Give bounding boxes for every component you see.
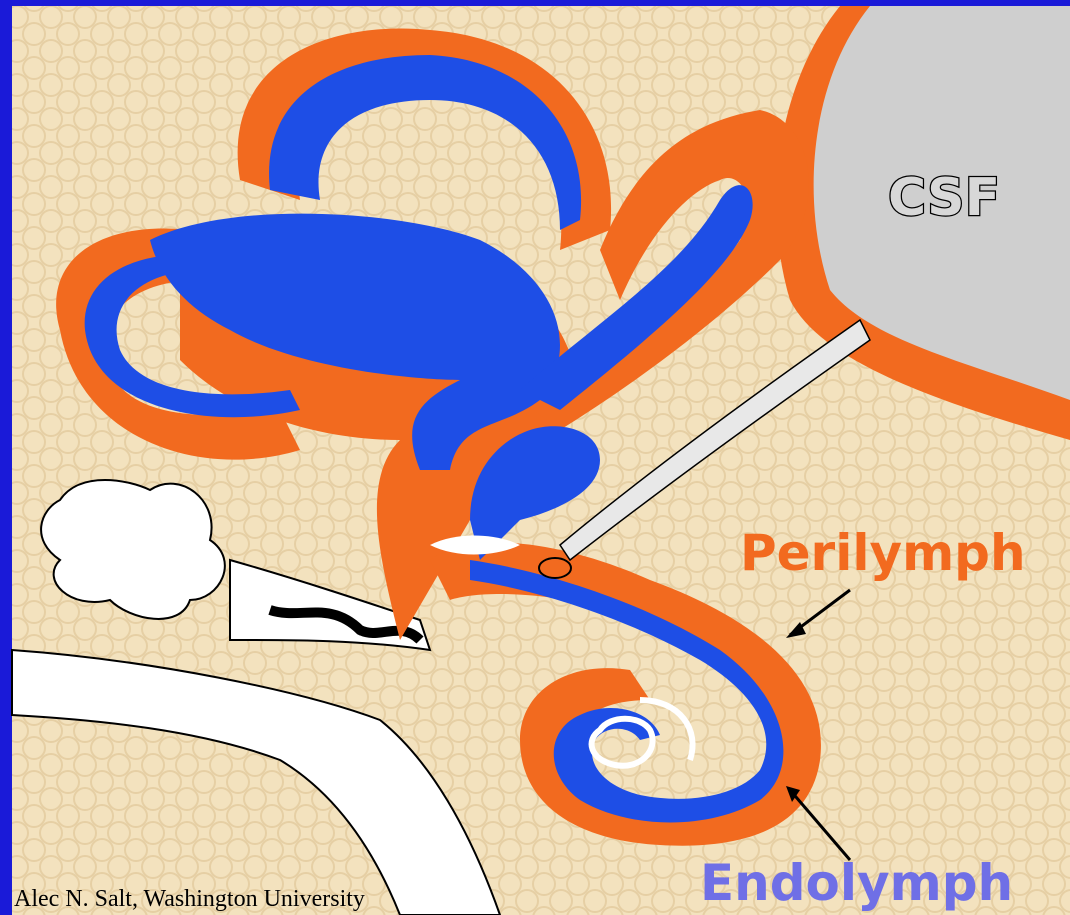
endolymph-label: Endolymph: [700, 854, 1013, 912]
perilymph-label: Perilymph: [740, 524, 1026, 582]
csf-label: CSF: [888, 168, 1000, 228]
credit-text: Alec N. Salt, Washington University: [14, 886, 365, 912]
